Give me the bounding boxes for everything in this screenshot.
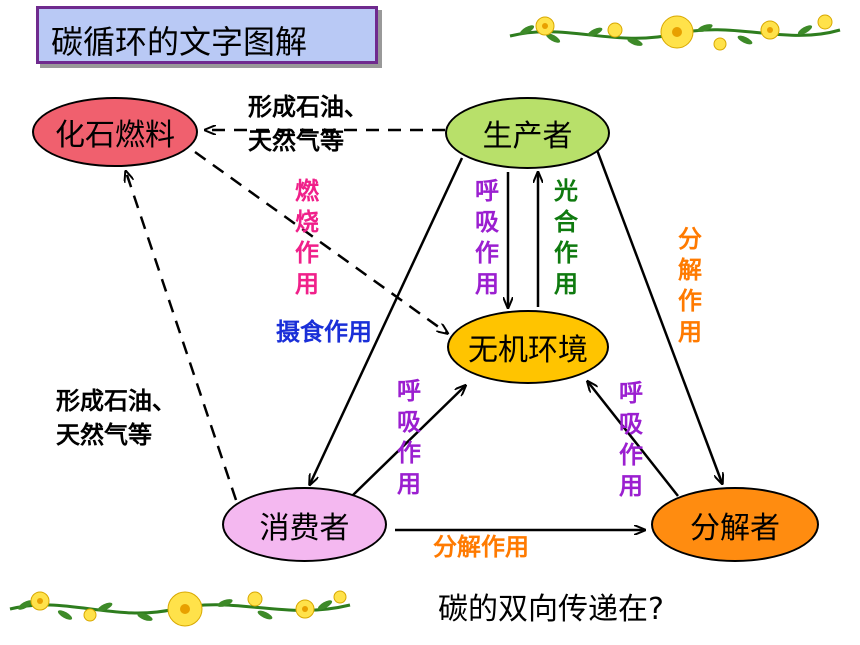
page-title: 碳循环的文字图解 (51, 23, 308, 61)
arrow-decomposer-to-inorganic (588, 382, 679, 497)
label-form-oil-left: 形成石油、天然气等 (56, 387, 176, 449)
label-combustion: 燃烧作用 (295, 177, 319, 298)
title-box: 碳循环的文字图解 (36, 6, 378, 64)
node-producer-label: 生产者 (482, 119, 573, 154)
question-text: 碳的双向传递在? (438, 592, 664, 627)
label-decomposer-respiration: 呼吸作用 (619, 379, 643, 500)
node-decomposer-label: 分解者 (690, 510, 780, 546)
flower-garland-top-icon (509, 14, 841, 51)
label-consumer-decomposition: 分解作用 (433, 533, 529, 561)
arrow-producer-to-decomposer (595, 149, 722, 483)
node-consumer: 消费者 (222, 487, 387, 562)
node-decomposer: 分解者 (651, 487, 819, 562)
arrow-fossil-to-inorganic (194, 150, 447, 333)
label-producer-decomposition: 分解作用 (678, 225, 702, 346)
label-form-oil-top: 形成石油、天然气等 (248, 93, 368, 155)
arrow-consumer-to-fossil (126, 172, 238, 501)
label-photosynthesis: 光合作用 (554, 177, 578, 298)
node-fossil-fuel: 化石燃料 (32, 97, 198, 167)
node-consumer-label: 消费者 (259, 510, 350, 546)
label-producer-respiration: 呼吸作用 (475, 177, 499, 298)
node-inorganic-environment: 无机环境 (447, 310, 609, 384)
node-fossil-fuel-label: 化石燃料 (55, 118, 175, 153)
label-feeding: 摄食作用 (276, 318, 372, 346)
node-inorganic-label: 无机环境 (468, 333, 588, 368)
flower-garland-bottom-icon (9, 590, 351, 627)
label-consumer-respiration: 呼吸作用 (397, 377, 421, 498)
arrow-consumer-to-inorganic (351, 386, 465, 497)
node-producer: 生产者 (445, 97, 610, 169)
arrow-producer-to-consumer (310, 157, 464, 484)
